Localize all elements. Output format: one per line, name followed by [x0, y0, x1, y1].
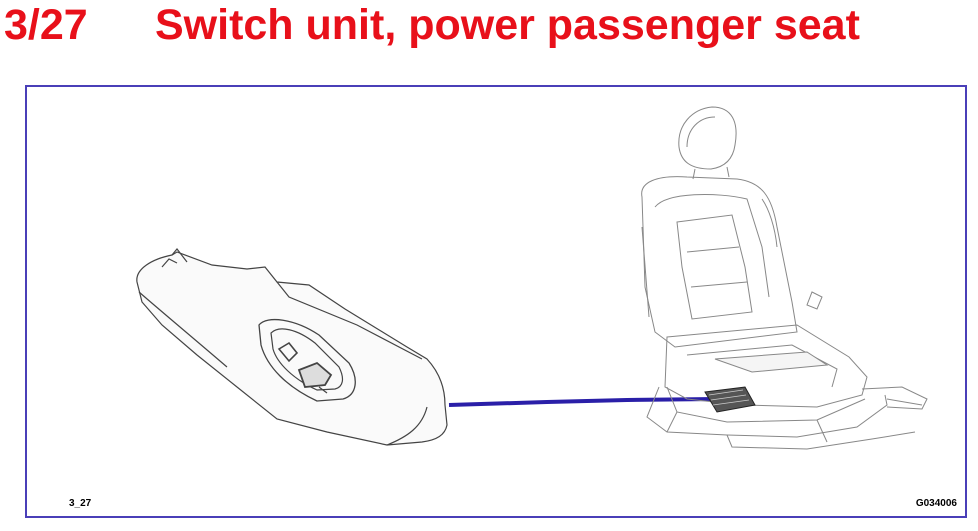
- figure-frame: 3_27 G034006: [25, 85, 967, 518]
- page-title: Switch unit, power passenger seat: [155, 1, 860, 49]
- figure-ref-right: G034006: [915, 498, 957, 509]
- leader-line: [448, 397, 718, 407]
- seat-outline: [641, 106, 928, 450]
- switch-unit-panel: [136, 248, 448, 446]
- figure-ref-left: 3_27: [69, 498, 92, 509]
- header: 3/27 Switch unit, power passenger seat: [0, 0, 978, 60]
- seat-switch-module: [704, 386, 756, 413]
- seat-illustration: [136, 106, 928, 450]
- section-code: 3/27: [4, 1, 88, 49]
